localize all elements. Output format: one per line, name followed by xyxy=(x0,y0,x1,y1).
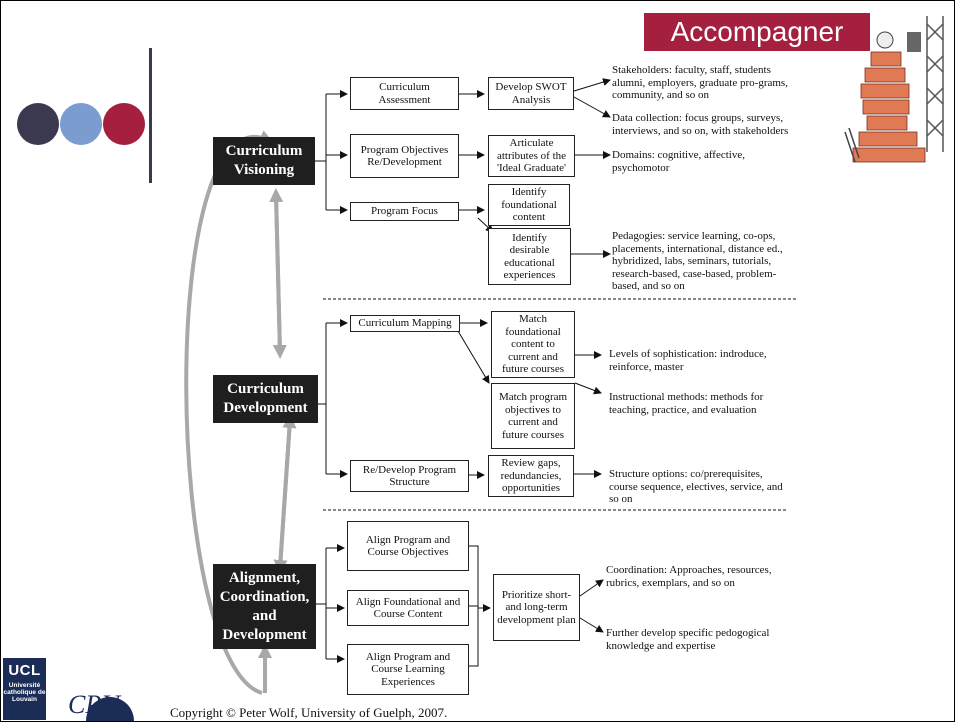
note-structure-options: Structure options: co/prerequisites, cou… xyxy=(609,468,783,505)
box-program-objectives: Program Objectives Re/Development xyxy=(350,134,459,178)
box-align-content: Align Foundational and Course Content xyxy=(347,590,469,626)
box-develop-swot: Develop SWOT Analysis xyxy=(488,77,574,110)
box-program-structure: Re/Develop Program Structure xyxy=(350,460,469,492)
box-identify-foundational: Identify foundational content xyxy=(488,184,570,226)
box-prioritize-plan: Prioritize short- and long-term developm… xyxy=(493,574,580,641)
note-data-collection: Data collection: focus groups, surveys, … xyxy=(612,112,789,137)
dot-red xyxy=(103,103,145,145)
phase-curriculum-visioning: Curriculum Visioning xyxy=(213,137,315,185)
box-match-content: Match foundational content to current an… xyxy=(491,311,575,378)
note-pedagogies: Pedagogies: service learning, co-ops, pl… xyxy=(612,230,783,292)
box-identify-experiences: Identify desirable educational experienc… xyxy=(488,228,571,285)
ucl-logo-name: Université catholique de Louvain xyxy=(3,682,46,703)
note-levels: Levels of sophistication: indroduce, rei… xyxy=(609,348,767,373)
dot-dark-blue xyxy=(17,103,59,145)
box-curriculum-assessment: Curriculum Assessment xyxy=(350,77,459,110)
note-further-develop: Further develop specific pedogogical kno… xyxy=(606,627,770,652)
box-match-objectives: Match program objectives to current and … xyxy=(491,383,575,449)
note-domains: Domains: cognitive, affective, psychomot… xyxy=(612,149,745,174)
note-methods: Instructional methods: methods for teach… xyxy=(609,391,764,416)
box-align-experiences: Align Program and Course Learning Experi… xyxy=(347,644,469,695)
vertical-accent-bar xyxy=(149,48,152,183)
note-stakeholders: Stakeholders: faculty, staff, students a… xyxy=(612,64,788,101)
slide-title: Accompagner xyxy=(644,13,870,51)
cpu-logo-text: CPU xyxy=(68,690,122,719)
box-align-objectives: Align Program and Course Objectives xyxy=(347,521,469,571)
phase-alignment-coordination: Alignment, Coordination, and Development xyxy=(213,564,316,649)
ucl-logo-abbr: UCL xyxy=(8,662,41,679)
copyright-text: Copyright © Peter Wolf, University of Gu… xyxy=(170,705,448,720)
box-articulate-attributes: Articulate attributes of the 'Ideal Grad… xyxy=(488,135,575,177)
box-curriculum-mapping: Curriculum Mapping xyxy=(350,315,460,332)
construction-illustration xyxy=(844,16,944,163)
cpu-logo: CPU xyxy=(68,690,134,721)
box-review-gaps: Review gaps, redundancies, opportunities xyxy=(488,455,574,497)
box-program-focus: Program Focus xyxy=(350,202,459,221)
note-coordination: Coordination: Approaches, resources, rub… xyxy=(606,564,772,589)
phase-curriculum-development: Curriculum Development xyxy=(213,375,318,423)
ucl-logo: UCL Université catholique de Louvain xyxy=(3,658,46,720)
dot-light-blue xyxy=(60,103,102,145)
